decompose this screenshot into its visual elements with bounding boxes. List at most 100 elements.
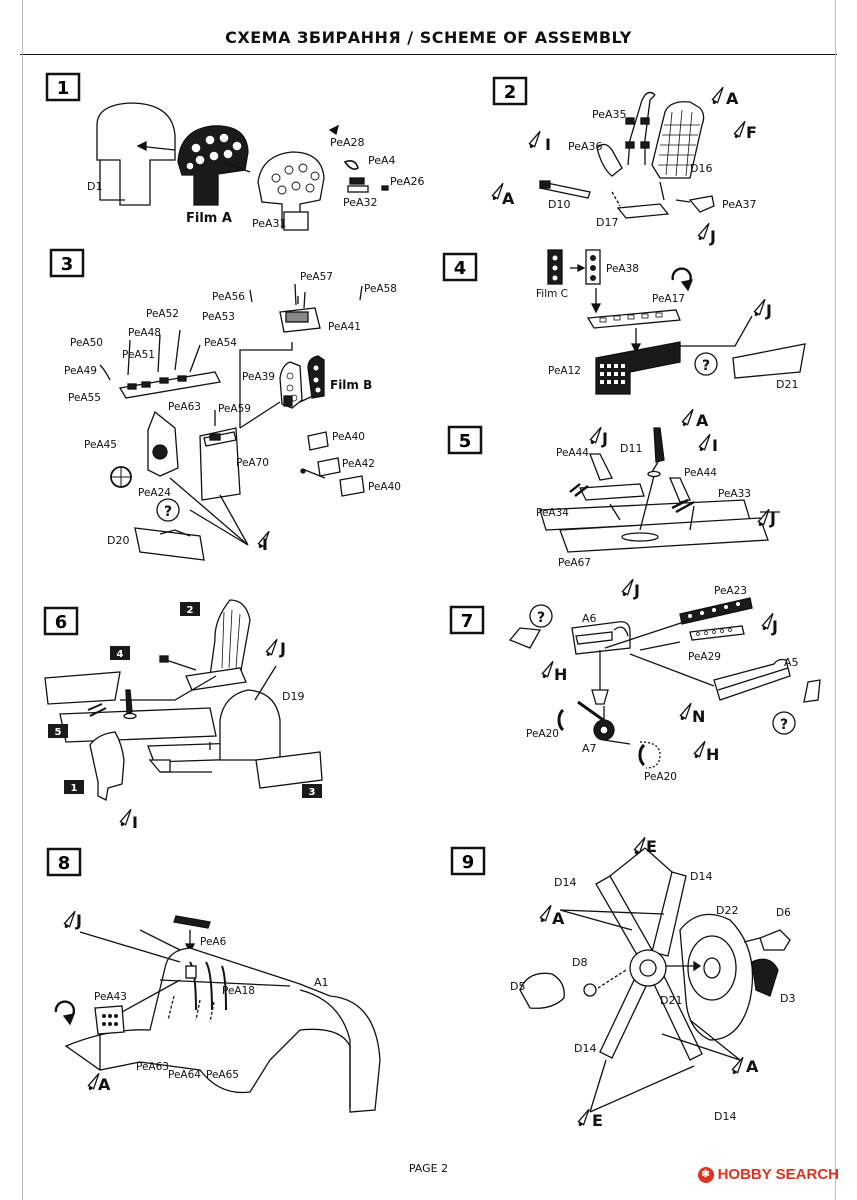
label-pea4: PeA4: [368, 154, 396, 167]
step-1-part: [89, 731, 125, 801]
label-pea36: PeA36: [568, 140, 603, 153]
label-d3: D3: [780, 992, 795, 1005]
label-d14d: D14: [714, 1110, 736, 1123]
part-pea6: [173, 915, 211, 929]
label-i: I: [545, 135, 551, 154]
page-footer: PAGE 2: [408, 1162, 449, 1175]
label-pea65: PeA65: [206, 1069, 239, 1081]
step-2-badge: 2: [492, 76, 528, 106]
part-d11-stick: [653, 427, 665, 463]
step-8-badge: 8: [46, 847, 82, 877]
watermark-text: HOBBY SEARCH: [717, 1166, 839, 1183]
label-pea12: PeA12: [548, 365, 581, 377]
label-pea63: PeA63: [168, 401, 201, 413]
label-pea70: PeA70: [236, 457, 269, 469]
step-4-drawing: ?: [547, 249, 806, 395]
label-j2: J: [769, 509, 776, 528]
step-3-drawing: ?: [99, 283, 365, 561]
label-pea33: PeA33: [718, 488, 751, 500]
label-pea45: PeA45: [84, 439, 117, 451]
label-pea54: PeA54: [204, 337, 237, 349]
scan-edge-right: [835, 0, 836, 1200]
label-d10: D10: [548, 198, 570, 211]
step-2-number: 2: [504, 82, 517, 103]
label-i: I: [712, 436, 718, 455]
step-9-number: 9: [462, 852, 475, 873]
step-4-labels: Film C PeA38 PeA17 J PeA12 D21: [536, 263, 798, 391]
label-pea39: PeA39: [242, 371, 275, 383]
step-7-badge: 7: [449, 605, 485, 635]
step-8-number: 8: [58, 853, 71, 874]
label-j: J: [75, 911, 82, 930]
step-7-labels: J PeA23 A6 J PeA29 A5 H N PeA20 A7 H PeA…: [526, 581, 799, 783]
part-pea34-outline: [578, 483, 645, 501]
label-pea50: PeA50: [70, 337, 103, 349]
part-d19-outline: [219, 689, 281, 761]
label-a: A: [696, 411, 709, 430]
label-pea26: PeA26: [390, 175, 425, 188]
label-e: E: [646, 837, 657, 856]
step-9-badge: 9: [450, 846, 486, 876]
label-pea48: PeA48: [128, 327, 161, 339]
label-pea38: PeA38: [606, 263, 639, 275]
label-pea34: PeA34: [536, 507, 569, 519]
label-pea24: PeA24: [138, 487, 171, 499]
label-d14c: D14: [574, 1042, 596, 1055]
step-4-badge: 4: [442, 252, 478, 282]
step-4-part: [44, 671, 121, 705]
label-h2: H: [706, 745, 719, 764]
step-5-badge: 5: [447, 425, 483, 455]
label-d21: D21: [776, 378, 798, 391]
part-d5-spinner: [519, 972, 565, 1009]
label-j: J: [709, 227, 716, 246]
label-a6: A6: [582, 612, 597, 625]
step-8-drawing: [54, 915, 381, 1113]
step-7-drawing: ? ?: [508, 597, 821, 769]
part-pea70-outline: [199, 427, 241, 501]
title-rule: [20, 54, 837, 55]
substep-4: 4: [117, 649, 124, 660]
label-pea32: PeA32: [343, 196, 378, 209]
step-6-drawing: [44, 599, 323, 801]
step-3-number: 3: [61, 254, 74, 275]
substep-2: 2: [187, 605, 194, 616]
label-film-a: Film A: [186, 211, 232, 226]
part-d3: [751, 958, 779, 997]
label-a7: A7: [582, 742, 597, 755]
step-3-labels: PeA57 PeA56 PeA58 PeA41 PeA52 PeA53 PeA4…: [64, 271, 401, 554]
label-a: A: [552, 909, 565, 928]
step-1-labels: D1 Film A PeA28 PeA4 PeA26 PeA32 PeA31: [87, 136, 425, 230]
label-j2: J: [771, 617, 778, 636]
label-d14: D14: [554, 876, 576, 889]
label-pea56: PeA56: [212, 291, 245, 303]
label-pea44b: PeA44: [684, 467, 717, 479]
label-pea20b: PeA20: [644, 771, 677, 783]
label-j: J: [279, 639, 286, 658]
page-title: СХЕМА ЗБИРАННЯ / SCHEME OF ASSEMBLY: [225, 28, 632, 47]
label-pea28: PeA28: [330, 136, 365, 149]
scan-edge-left: [22, 0, 23, 1200]
label-pea43: PeA43: [94, 991, 127, 1003]
svg-text:?: ?: [537, 610, 545, 626]
label-j: J: [765, 301, 772, 320]
label-d1: D1: [87, 180, 102, 193]
substep-3: 3: [309, 787, 316, 798]
label-d5: D5: [510, 980, 525, 993]
label-d8: D8: [572, 956, 587, 969]
label-pea58: PeA58: [364, 283, 397, 295]
floor-assembly: [59, 707, 217, 743]
label-d20: D20: [107, 534, 129, 547]
label-a2: A: [746, 1057, 759, 1076]
label-pea40b: PeA40: [368, 481, 401, 493]
label-pea40: PeA40: [332, 431, 365, 443]
label-i: I: [132, 813, 138, 832]
label-pea51: PeA51: [122, 349, 155, 361]
label-pea29: PeA29: [688, 651, 721, 663]
step-9-drawing: [519, 847, 791, 1113]
label-pea63: PeA63: [136, 1061, 169, 1073]
label-pea53: PeA53: [202, 311, 235, 323]
label-pea23: PeA23: [714, 585, 747, 597]
part-d16-outline: [651, 101, 705, 179]
